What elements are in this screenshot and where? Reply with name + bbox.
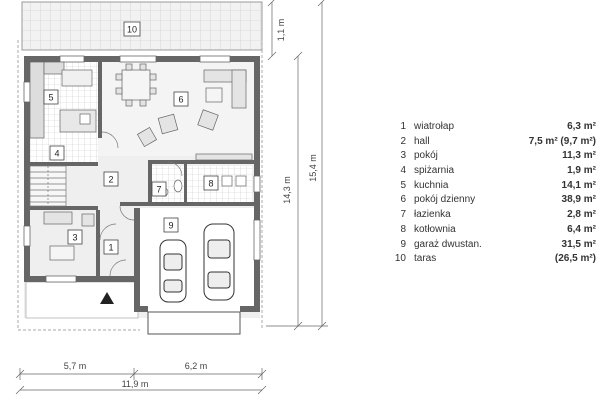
garage-apron bbox=[147, 311, 241, 335]
doors bbox=[99, 131, 183, 277]
dim-width-total: 11,9 m bbox=[122, 379, 149, 389]
legend-row: 5 kuchnia 14,1 m² bbox=[392, 179, 596, 194]
legend-room-name: wiatrołap bbox=[414, 121, 455, 132]
legend-number: 4 bbox=[400, 165, 406, 177]
living-furniture bbox=[115, 63, 253, 161]
dim-width-left: 5,7 m bbox=[64, 361, 87, 371]
dim-width-right: 6,2 m bbox=[185, 361, 208, 371]
legend-number: 3 bbox=[400, 150, 406, 162]
legend-number: 10 bbox=[394, 253, 406, 265]
legend-row: 8 kotłownia 6,4 m² bbox=[392, 223, 596, 238]
legend-room-area: 31,5 m² bbox=[561, 238, 596, 250]
terrace: 10 bbox=[21, 1, 263, 51]
horizontal-dimensions bbox=[15, 368, 267, 395]
room-number-9: 9 bbox=[168, 221, 173, 231]
car-right-icon bbox=[203, 223, 235, 301]
legend-row: 6 pokój dzienny 38,9 m² bbox=[392, 193, 596, 208]
room-number-3: 3 bbox=[72, 233, 77, 243]
entrance-arrow-icon bbox=[100, 292, 114, 304]
legend-room-area: 2,8 m² bbox=[567, 209, 596, 221]
room-number-2: 2 bbox=[108, 175, 113, 185]
legend-room-area: 14,1 m² bbox=[561, 179, 596, 191]
legend-room-area: 6,4 m² bbox=[567, 223, 596, 235]
legend-room-name: hall bbox=[414, 135, 430, 147]
legend-number: 8 bbox=[400, 223, 406, 235]
legend-room-area: 11,3 m² bbox=[562, 150, 596, 162]
room-number-4: 4 bbox=[54, 149, 59, 159]
legend-room-area: 38,9 m² bbox=[561, 194, 596, 206]
vertical-dimensions bbox=[266, 0, 328, 331]
legend-row: 1 wiatrołap 6,3 m² bbox=[392, 120, 596, 135]
dim-terrace-depth: 1,1 m bbox=[276, 19, 286, 42]
legend-row: 2 hall 7,5 m² (9,7 m²) bbox=[392, 135, 596, 150]
legend-room-area: 7,5 m² (9,7 m²) bbox=[528, 135, 596, 147]
room-number-5: 5 bbox=[48, 93, 53, 103]
legend-row: 4 spiżarnia 1,9 m² bbox=[392, 164, 596, 179]
legend-row: 7 łazienka 2,8 m² bbox=[392, 208, 596, 223]
legend-room-area: 6,3 m² bbox=[567, 121, 596, 132]
site-outline bbox=[17, 40, 263, 331]
legend-row: 10 taras (26,5 m²) bbox=[392, 252, 596, 267]
bedroom-furniture bbox=[43, 211, 95, 261]
legend-number: 6 bbox=[400, 194, 406, 206]
room-label-box bbox=[123, 21, 141, 37]
staircase bbox=[29, 165, 67, 207]
legend-room-name: kotłownia bbox=[414, 223, 456, 235]
room-number-8: 8 bbox=[208, 179, 213, 189]
legend-number: 5 bbox=[400, 179, 406, 191]
car-left-icon bbox=[159, 239, 187, 303]
legend-number: 1 bbox=[400, 121, 406, 132]
legend-room-name: pokój bbox=[414, 150, 438, 162]
room-number-7: 7 bbox=[156, 185, 161, 195]
room-number-1: 1 bbox=[108, 243, 113, 253]
legend-room-name: garaż dwustan. bbox=[414, 238, 482, 250]
entrance-porch bbox=[25, 281, 139, 319]
dim-total-depth: 15,4 m bbox=[308, 154, 318, 182]
room-labels: 1 2 3 4 5 6 7 8 9 bbox=[43, 89, 219, 255]
room-legend: 1 wiatrołap 6,3 m² 2 hall 7,5 m² (9,7 m²… bbox=[392, 120, 596, 267]
legend-number: 7 bbox=[400, 209, 406, 221]
legend-room-name: spiżarnia bbox=[414, 165, 455, 177]
kitchen-furniture bbox=[29, 61, 97, 139]
legend-room-area: 1,9 m² bbox=[567, 165, 596, 177]
garage-floor bbox=[140, 208, 258, 312]
legend-room-name: kuchnia bbox=[414, 179, 449, 191]
room-number-10: 10 bbox=[127, 25, 137, 35]
legend-number: 9 bbox=[400, 238, 406, 250]
windows bbox=[23, 55, 261, 283]
legend-room-name: łazienka bbox=[414, 209, 451, 221]
legend-room-name: pokój dzienny bbox=[414, 194, 476, 206]
legend-row: 3 pokój 11,3 m² bbox=[392, 149, 596, 164]
room-number-6: 6 bbox=[178, 95, 183, 105]
legend-room-name: taras bbox=[414, 253, 437, 265]
legend-number: 2 bbox=[400, 135, 406, 147]
legend-row: 9 garaż dwustan. 31,5 m² bbox=[392, 238, 596, 253]
dim-house-depth: 14,3 m bbox=[282, 176, 292, 204]
legend-room-area: (26,5 m²) bbox=[554, 253, 596, 265]
